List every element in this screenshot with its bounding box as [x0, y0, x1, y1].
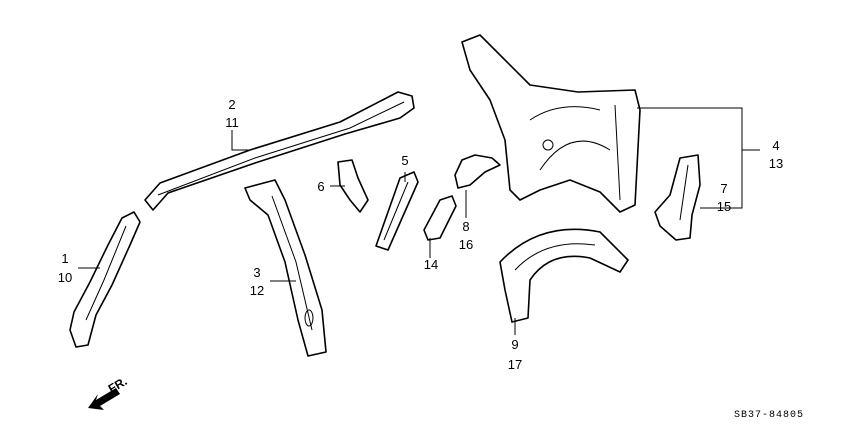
callout-13: 13: [768, 156, 784, 171]
part-a-pillar: [69, 211, 141, 348]
callout-16: 16: [458, 237, 474, 252]
callout-8: 8: [462, 219, 470, 234]
callout-11: 11: [225, 115, 239, 130]
callout-7: 7: [720, 181, 728, 196]
part-bracket-6: [337, 159, 369, 213]
callout-1: 1: [61, 251, 69, 266]
part-bracket-14: [423, 195, 457, 241]
front-direction-arrow-icon: [88, 388, 120, 410]
part-bracket-7: [654, 154, 701, 241]
callout-10: 10: [57, 270, 73, 285]
part-bracket-8: [454, 154, 501, 189]
part-reinforcement-bar: [375, 171, 419, 251]
callout-2: 2: [228, 97, 236, 112]
part-center-pillar: [244, 179, 327, 357]
callout-14: 14: [423, 257, 439, 272]
part-quarter-inner-panel: [461, 34, 641, 213]
callout-12: 12: [249, 283, 265, 298]
callout-6: 6: [317, 179, 325, 194]
callout-17: 17: [507, 357, 523, 372]
leader-lines: [78, 107, 760, 335]
callout-5: 5: [401, 153, 409, 168]
callout-9: 9: [511, 337, 519, 352]
callout-4: 4: [772, 138, 780, 153]
diagram-code: SB37-84805: [734, 410, 805, 421]
callout-3: 3: [253, 265, 261, 280]
part-wheelhouse: [499, 228, 629, 323]
callout-15: 15: [716, 199, 732, 214]
